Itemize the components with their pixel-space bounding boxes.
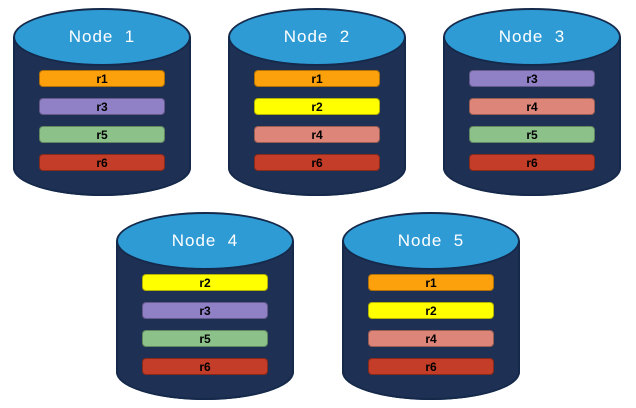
replica-bar: r6 — [469, 154, 595, 171]
node-row-1: Node 1 r1 r3 r5 r6 Node 2 r1 r2 r4 r6 Node 3 r… — [13, 8, 621, 196]
node-title: Node 2 — [283, 27, 351, 46]
cylinder-top: Node 3 — [443, 8, 621, 66]
replica-bar: r6 — [254, 154, 380, 171]
replica-bar: r3 — [39, 98, 165, 115]
replica-bar: r6 — [368, 358, 494, 375]
replica-bar: r1 — [368, 274, 494, 291]
replica-bar: r2 — [368, 302, 494, 319]
node-cylinder: Node 3 r3 r4 r5 r6 — [443, 8, 621, 196]
replica-bar: r5 — [469, 126, 595, 143]
replica-bar: r3 — [469, 70, 595, 87]
replica-bar: r6 — [142, 358, 268, 375]
replica-bar: r4 — [368, 330, 494, 347]
replica-list: r1 r2 r4 r6 — [254, 70, 380, 171]
replica-bar: r4 — [254, 126, 380, 143]
replica-bar: r4 — [469, 98, 595, 115]
replica-bar: r3 — [142, 302, 268, 319]
replica-bar: r1 — [39, 70, 165, 87]
node-row-2: Node 4 r2 r3 r5 r6 Node 5 r1 r2 r4 r6 — [0, 212, 636, 400]
replica-list: r3 r4 r5 r6 — [469, 70, 595, 171]
replica-bar: r5 — [142, 330, 268, 347]
node-title: Node 5 — [397, 231, 465, 250]
node-cylinder: Node 2 r1 r2 r4 r6 — [228, 8, 406, 196]
cylinder-top: Node 4 — [116, 212, 294, 270]
replica-list: r2 r3 r5 r6 — [142, 274, 268, 375]
node-cylinder: Node 1 r1 r3 r5 r6 — [13, 8, 191, 196]
node-title: Node 3 — [498, 27, 566, 46]
node-cylinder: Node 4 r2 r3 r5 r6 — [116, 212, 294, 400]
node-title: Node 4 — [171, 231, 239, 250]
node-cylinder: Node 5 r1 r2 r4 r6 — [342, 212, 520, 400]
replica-bar: r5 — [39, 126, 165, 143]
node-title: Node 1 — [68, 27, 136, 46]
cylinder-top: Node 5 — [342, 212, 520, 270]
replica-bar: r2 — [142, 274, 268, 291]
replica-bar: r2 — [254, 98, 380, 115]
replica-bar: r1 — [254, 70, 380, 87]
cylinder-top: Node 2 — [228, 8, 406, 66]
cylinder-top: Node 1 — [13, 8, 191, 66]
replica-list: r1 r2 r4 r6 — [368, 274, 494, 375]
replica-bar: r6 — [39, 154, 165, 171]
replica-list: r1 r3 r5 r6 — [39, 70, 165, 171]
